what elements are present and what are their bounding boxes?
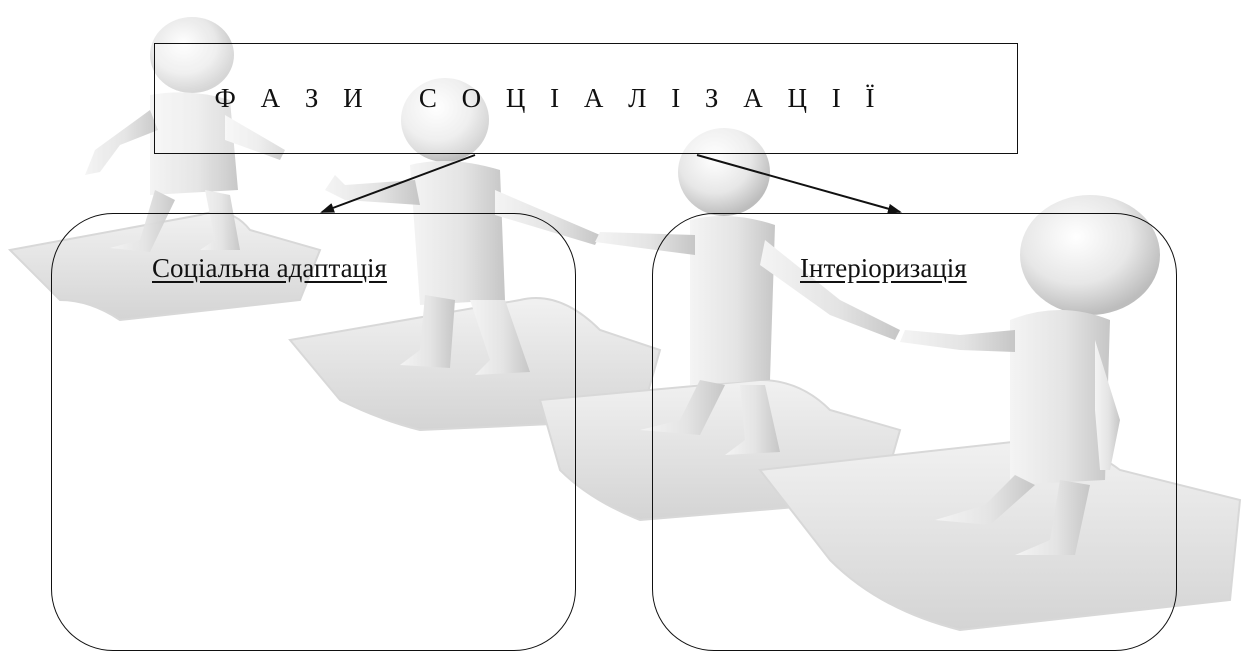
phase-box-social-adaptation	[51, 213, 576, 651]
arrow-to-social-adaptation	[320, 154, 476, 213]
phase-box-interiorization	[652, 213, 1177, 651]
arrow-to-interiorization	[696, 154, 902, 214]
figure-2	[325, 78, 600, 375]
phase-label-interiorization: Інтеріоризація	[800, 253, 967, 283]
phase-label-social-adaptation: Соціальна адаптація	[152, 253, 387, 283]
title-box: Ф А З И С О Ц І А Л І З А Ц І Ї	[154, 43, 1018, 154]
puzzle-path	[7, 211, 1242, 632]
diagram-title: Ф А З И С О Ц І А Л І З А Ц І Ї	[214, 83, 884, 113]
figure-1	[85, 17, 285, 252]
